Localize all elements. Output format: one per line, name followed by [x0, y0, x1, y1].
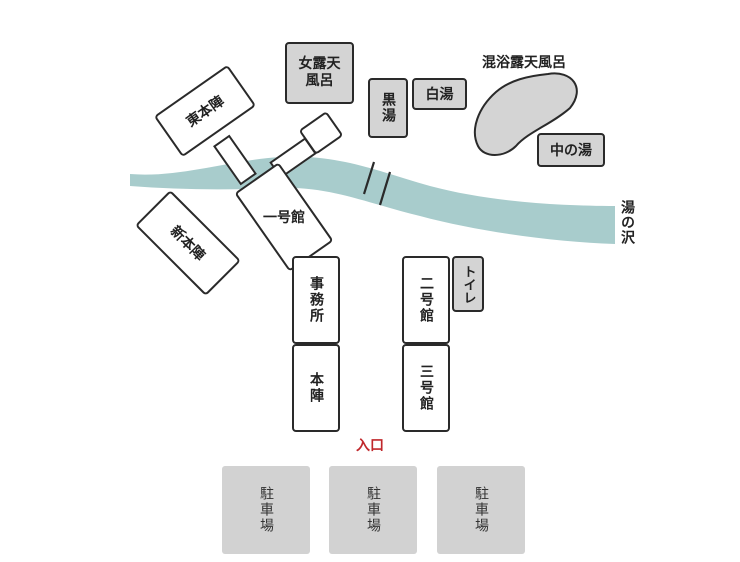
parking-lot-1[interactable]: 駐車場 — [222, 466, 310, 554]
toilet-label: トイレ — [460, 264, 476, 304]
bath-onna-roten-label: 女露天風呂 — [298, 56, 341, 89]
bath-onna-roten[interactable]: 女露天風呂 — [285, 42, 354, 104]
building-sangokan[interactable]: 三号館 — [402, 344, 450, 432]
building-sangokan-label: 三号館 — [418, 364, 434, 412]
bath-naka-no-yu-label: 中の湯 — [550, 143, 592, 159]
parking-lot-2[interactable]: 駐車場 — [329, 466, 417, 554]
river-label: 湯の沢 — [619, 200, 635, 245]
bath-naka-no-yu[interactable]: 中の湯 — [537, 133, 605, 167]
bridge-left-line — [362, 161, 376, 195]
building-honjin-label: 本陣 — [308, 372, 324, 404]
building-honjin[interactable]: 本陣 — [292, 344, 340, 432]
parking-lot-1-label: 駐車場 — [258, 486, 274, 534]
building-ichigokan-label: 一号館 — [263, 210, 305, 226]
building-jimusho[interactable]: 事務所 — [292, 256, 340, 344]
toilet[interactable]: トイレ — [452, 256, 484, 312]
building-nigokan[interactable]: 二号館 — [402, 256, 450, 344]
bath-konyoku-roten-label[interactable]: 混浴露天風呂 — [482, 55, 566, 71]
parking-lot-3[interactable]: 駐車場 — [437, 466, 525, 554]
bath-shirayu[interactable]: 白湯 — [412, 78, 467, 110]
bath-shirayu-label: 白湯 — [425, 87, 454, 103]
konyoku-pool-shape — [473, 72, 578, 156]
entrance-label: 入口 — [356, 438, 384, 454]
bridge-right-line — [378, 171, 392, 206]
river — [130, 156, 615, 244]
parking-lot-3-label: 駐車場 — [473, 486, 489, 534]
parking-lot-2-label: 駐車場 — [365, 486, 381, 534]
building-nigokan-label: 二号館 — [418, 276, 434, 324]
building-higashi-honjin-label: 東本陣 — [183, 93, 228, 131]
building-jimusho-label: 事務所 — [308, 276, 324, 324]
building-shin-honjin-label: 新本陣 — [166, 223, 208, 265]
bath-kuroyu-label: 黒湯 — [380, 92, 396, 124]
bath-kuroyu[interactable]: 黒湯 — [368, 78, 408, 138]
